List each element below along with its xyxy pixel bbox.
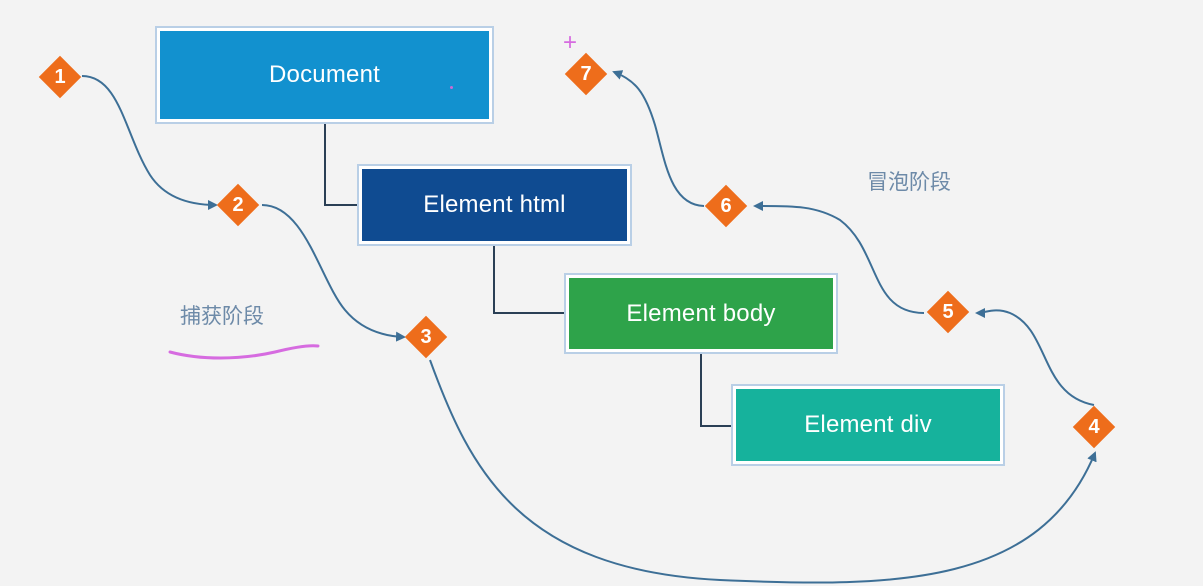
step-number: 6 — [720, 194, 732, 217]
arrow-2-3 — [261, 204, 406, 342]
step-marker-1: 1 — [38, 55, 82, 99]
step-marker-6: 6 — [704, 184, 748, 228]
step-marker-2: 2 — [216, 183, 260, 227]
step-number: 2 — [232, 193, 244, 216]
flow-arrows — [81, 70, 1097, 584]
step-marker-3: 3 — [404, 315, 448, 359]
step-marker-4: 4 — [1072, 405, 1116, 449]
annotation-dot — [450, 86, 453, 89]
step-number: 3 — [420, 325, 432, 348]
connector-document-html — [324, 122, 359, 206]
tree-connectors — [324, 122, 733, 427]
step-number: 1 — [54, 65, 66, 88]
capture-phase-label: 捕获阶段 — [180, 304, 264, 328]
html-node-label: Element html — [423, 191, 566, 218]
body-node-label: Element body — [626, 299, 776, 327]
arrow-1-2 — [81, 75, 218, 210]
body-node: Element body — [564, 273, 838, 354]
arrow-4-5 — [975, 307, 1095, 406]
html-node: Element html — [357, 164, 632, 246]
div-node-label: Element div — [804, 411, 932, 438]
step-number: 4 — [1088, 415, 1100, 438]
arrow-5-6 — [753, 200, 925, 314]
step-marker-5: 5 — [926, 290, 970, 334]
bubble-phase-label: 冒泡阶段 — [867, 170, 951, 194]
connector-body-div — [700, 352, 733, 427]
document-node: Document — [155, 26, 494, 124]
annotation-underline — [168, 344, 320, 360]
arrow-3-4 — [429, 359, 1097, 584]
document-node-label: Document — [269, 61, 380, 88]
step-number: 7 — [580, 62, 592, 85]
div-node: Element div — [731, 384, 1005, 466]
connector-html-body — [493, 244, 566, 314]
step-number: 5 — [942, 300, 954, 323]
annotation-plus-mark: + — [563, 29, 578, 56]
step-marker-7: 7 — [564, 52, 608, 96]
arrow-6-7 — [612, 70, 705, 207]
